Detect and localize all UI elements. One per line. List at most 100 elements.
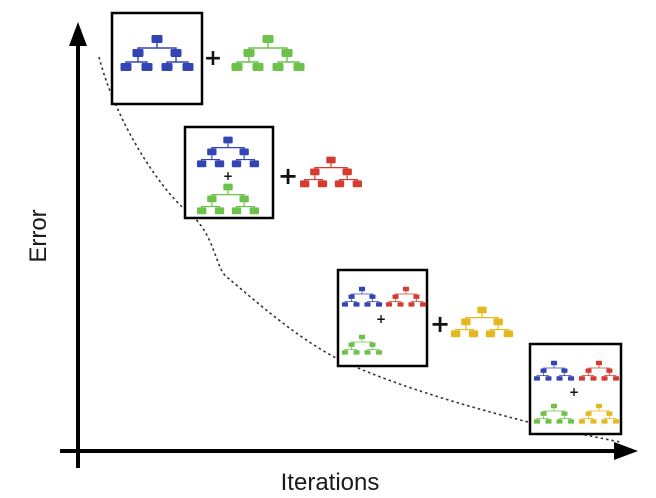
stage-1-ensemble-box (110, 11, 204, 106)
stage-3-tree-green-leaf-node-4 (376, 350, 383, 355)
stage-3-ensemble-box (336, 268, 429, 368)
stage-4-tree-red-leaf-node-1 (578, 376, 585, 381)
stage-3-tree-red-leaf-node-1 (385, 302, 392, 307)
stage-3-tree-red (385, 286, 427, 307)
x-axis-arrowhead (614, 442, 638, 460)
stage-3-added-tree-yellow (450, 306, 514, 338)
stage-2-added-tree-red-split-node-1 (310, 168, 320, 176)
stage-1-added-tree-green-root-node (262, 35, 274, 43)
stage-2-added-tree-red-root-node (326, 156, 336, 164)
stage-2-tree-green-split-node-2 (239, 195, 249, 203)
stage-3-tree-blue-root-node (358, 286, 366, 292)
stage-3-added-tree-yellow-split-node-1 (461, 318, 471, 326)
stage-2-tree-blue-split-node-2 (239, 148, 249, 156)
stage-2-added-tree-red-branch-lines (314, 163, 348, 172)
stage-3-added-tree-yellow-split-node-2 (493, 318, 503, 326)
stage-2-tree-green (196, 183, 260, 215)
stage-1-tree-blue-split-node-1 (132, 49, 144, 57)
stage-4-tree-red-leaf-lines (581, 372, 617, 379)
stage-2-added-tree-red-leaf-lines (304, 175, 358, 184)
stage-4-tree-yellow-split-node-1 (585, 411, 592, 416)
stage-4-tree-green-leaf-node-3 (556, 419, 563, 424)
stage-4-tree-yellow-root-node (595, 403, 603, 409)
error-curve (98, 56, 621, 443)
stage-2-tree-green-leaf-node-1 (196, 207, 207, 215)
stage-3-added-tree-yellow-root-node (477, 306, 487, 314)
stage-1-added-tree-green-split-node-2 (281, 49, 293, 57)
stage-3-tree-blue-leaf-node-1 (341, 302, 348, 307)
stage-4-tree-red-leaf-node-3 (601, 376, 608, 381)
y-axis-label: Error (25, 209, 52, 262)
stage-3-tree-green-leaf-node-3 (364, 350, 371, 355)
stage-1-added-tree-green-leaf-node-1 (231, 63, 243, 71)
stage-3-added-tree-yellow-leaf-node-2 (468, 330, 479, 338)
stage-3-tree-red-root-node (402, 286, 410, 292)
stage-3-tree-green-split-node-1 (348, 342, 355, 347)
stage-4-tree-blue-leaf-lines (536, 372, 572, 379)
stage-3-added-tree-yellow-leaf-node-4 (503, 330, 514, 338)
stage-3-tree-blue-split-node-2 (369, 294, 376, 299)
stage-2-tree-green-root-node (223, 183, 233, 191)
stage-1-tree-blue (120, 35, 194, 71)
stage-2-inner-plus: + (223, 169, 233, 183)
stage-3-tree-green-split-node-2 (369, 342, 376, 347)
stage-4-tree-blue-leaf-node-1 (533, 376, 540, 381)
stage-3-tree-red-leaf-lines (388, 298, 424, 305)
stage-2-plus: + (278, 162, 298, 190)
stage-2-tree-green-split-node-1 (207, 195, 217, 203)
stage-3-added-tree-yellow-leaf-node-3 (485, 330, 496, 338)
stage-4-tree-red-root-node (595, 360, 603, 366)
stage-4-tree-yellow-leaf-node-1 (578, 419, 585, 424)
stage-2-added-tree-red-leaf-node-2 (317, 180, 328, 188)
stage-4-tree-blue-leaf-node-4 (568, 376, 575, 381)
stage-1-added-tree-green-leaf-node-3 (272, 63, 284, 71)
stage-1-tree-blue-leaf-node-4 (182, 63, 194, 71)
stage-2-tree-blue-leaf-node-4 (249, 160, 260, 168)
stage-4-tree-blue (533, 360, 575, 381)
stage-2-added-tree-red (299, 156, 363, 188)
stage-1-plus: + (204, 46, 222, 71)
stage-3-tree-red-leaf-node-2 (397, 302, 404, 307)
stage-2-tree-blue-leaf-node-3 (231, 160, 242, 168)
stage-3-tree-green (341, 334, 383, 355)
stage-3-tree-red-split-node-2 (413, 294, 420, 299)
stage-4-tree-yellow-leaf-node-4 (613, 419, 620, 424)
stage-4-tree-blue-root-node (550, 360, 558, 366)
stage-3-tree-green-leaf-node-1 (341, 350, 348, 355)
stage-4-tree-green-leaf-node-4 (568, 419, 575, 424)
stage-3-tree-blue-leaf-lines (344, 298, 380, 305)
stage-1-added-tree-green-branch-lines (248, 43, 288, 53)
stage-1-tree-blue-leaf-node-3 (161, 63, 173, 71)
stage-4-tree-yellow-leaf-node-3 (601, 419, 608, 424)
y-axis-arrowhead (69, 22, 87, 46)
stage-1-added-tree-green (231, 35, 305, 71)
stage-3-tree-red-split-node-1 (392, 294, 399, 299)
stage-2-added-tree-red-leaf-node-4 (352, 180, 363, 188)
stage-4-tree-blue-split-node-2 (561, 368, 568, 373)
stage-3-tree-green-root-node (358, 334, 366, 340)
stage-2-tree-blue-leaf-node-2 (214, 160, 225, 168)
stage-4-tree-yellow-leaf-node-2 (590, 419, 597, 424)
stage-4-inner-plus: + (569, 385, 579, 399)
stage-4-tree-green-split-node-1 (540, 411, 547, 416)
stage-4-tree-red-split-node-1 (585, 368, 592, 373)
stage-2-tree-blue (196, 136, 260, 168)
stage-3-plus: + (430, 310, 450, 338)
stage-1-tree-blue-leaf-lines (125, 57, 189, 67)
stage-3-added-tree-yellow-leaf-node-1 (450, 330, 461, 338)
stage-2-tree-green-leaf-node-4 (249, 207, 260, 215)
tree-icons (120, 35, 620, 424)
stage-4-tree-red (578, 360, 620, 381)
stage-4-tree-green-split-node-2 (561, 411, 568, 416)
stage-4-tree-yellow-leaf-lines (581, 415, 617, 422)
stage-4-tree-green-root-node (550, 403, 558, 409)
stage-1-tree-blue-leaf-node-1 (120, 63, 132, 71)
stage-3-added-tree-yellow-leaf-lines (455, 325, 509, 334)
stage-4-tree-red-split-node-2 (606, 368, 613, 373)
stage-4-tree-yellow (578, 403, 620, 424)
stage-1-tree-blue-split-node-2 (170, 49, 182, 57)
stage-4-tree-yellow-split-node-2 (606, 411, 613, 416)
stage-3-tree-green-leaf-node-2 (353, 350, 360, 355)
stage-1-added-tree-green-leaf-lines (236, 57, 300, 67)
